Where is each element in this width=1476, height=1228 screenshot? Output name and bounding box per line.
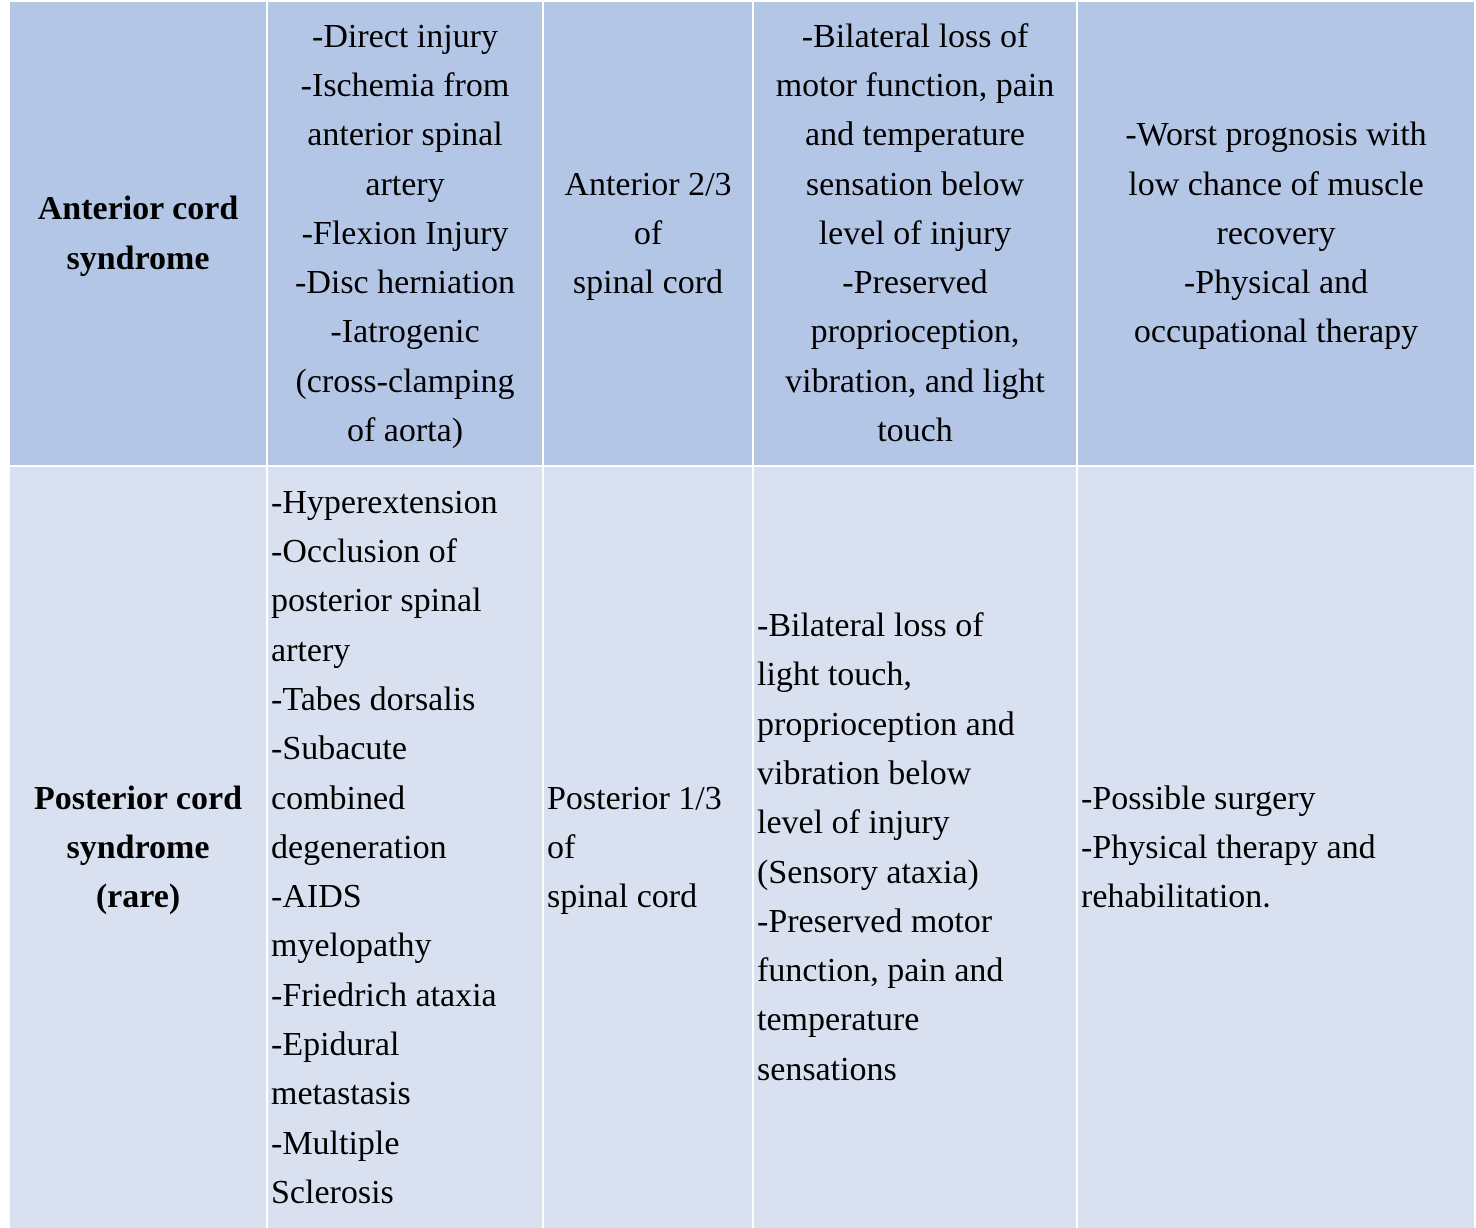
finding-line: vibration, and light [785, 362, 1045, 400]
syndrome-name-line: syndrome [66, 828, 210, 866]
cause-line: -Disc herniation [295, 264, 515, 302]
syndrome-name-line: (rare) [95, 878, 181, 916]
prognosis-line: recovery [1216, 214, 1336, 252]
syndrome-name-cell: Posterior cord syndrome (rare) [10, 467, 266, 1228]
cause-line: -Hyperextension [271, 483, 498, 521]
cause-line: degeneration [271, 828, 447, 866]
location-line: Anterior 2/3 [564, 165, 732, 203]
cause-line: -Direct injury [312, 17, 498, 55]
location-line: of [547, 828, 576, 866]
finding-line: -Bilateral loss of [757, 607, 984, 645]
finding-line: -Preserved [842, 264, 988, 302]
location-line: spinal cord [572, 264, 724, 302]
cause-line: -Occlusion of [271, 533, 458, 571]
location-line: Posterior 1/3 [547, 779, 722, 817]
syndrome-name-line: syndrome [66, 239, 210, 277]
location-cell: Anterior 2/3 of spinal cord [544, 2, 752, 465]
cause-line: -Iatrogenic [330, 313, 480, 351]
syndrome-table: Anterior cord syndrome -Direct injury -I… [10, 2, 1474, 1228]
causes-cell: -Direct injury -Ischemia from anterior s… [268, 2, 542, 465]
location-line: of [633, 214, 663, 252]
finding-line: light touch, [757, 656, 912, 694]
causes-cell: -Hyperextension -Occlusion of posterior … [268, 467, 542, 1228]
finding-line: sensations [757, 1050, 897, 1088]
location-line: spinal cord [547, 878, 698, 916]
cause-line: -Tabes dorsalis [271, 680, 476, 718]
finding-line: vibration below [757, 754, 972, 792]
cause-line: artery [365, 165, 445, 203]
prognosis-line: -Physical therapy and [1081, 828, 1376, 866]
cause-line: anterior spinal [307, 116, 503, 154]
cause-line: -Flexion Injury [301, 214, 509, 252]
cause-line: (cross-clamping [295, 362, 515, 400]
cause-line: metastasis [271, 1075, 411, 1113]
cause-line: of aorta) [346, 412, 464, 450]
prognosis-line: -Possible surgery [1081, 779, 1316, 817]
finding-line: (Sensory ataxia) [757, 853, 979, 891]
cause-line: Sclerosis [271, 1173, 394, 1211]
finding-line: level of injury [818, 214, 1012, 252]
prognosis-cell: -Worst prognosis with low chance of musc… [1078, 2, 1474, 465]
cause-line: -AIDS [271, 878, 362, 916]
finding-line: -Bilateral loss of [801, 17, 1029, 55]
prognosis-line: -Worst prognosis with [1125, 116, 1427, 154]
cause-line: -Friedrich ataxia [271, 976, 497, 1014]
cause-line: combined [271, 779, 406, 817]
finding-line: level of injury [757, 804, 950, 842]
cause-line: -Epidural [271, 1026, 400, 1064]
findings-cell: -Bilateral loss of motor function, pain … [754, 2, 1076, 465]
cause-line: artery [271, 631, 351, 669]
prognosis-line: occupational therapy [1133, 313, 1419, 351]
syndrome-name-line: Posterior cord [33, 779, 243, 817]
finding-line: proprioception, [810, 313, 1020, 351]
syndrome-name-line: Anterior cord [37, 190, 239, 228]
prognosis-line: -Physical and [1183, 264, 1369, 302]
finding-line: and temperature [805, 116, 1025, 154]
prognosis-cell: -Possible surgery -Physical therapy and … [1078, 467, 1474, 1228]
finding-line: motor function, pain [775, 66, 1055, 104]
prognosis-line: rehabilitation. [1081, 878, 1271, 916]
finding-line: function, pain and [757, 952, 1004, 990]
syndrome-name-cell: Anterior cord syndrome [10, 2, 266, 465]
cause-line: -Subacute [271, 730, 407, 768]
finding-line: temperature [757, 1001, 920, 1039]
findings-cell: -Bilateral loss of light touch, proprioc… [754, 467, 1076, 1228]
cause-line: posterior spinal [271, 582, 482, 620]
cause-line: -Multiple [271, 1124, 400, 1162]
finding-line: sensation below [805, 165, 1025, 203]
location-cell: Posterior 1/3 of spinal cord [544, 467, 752, 1228]
cause-line: -Ischemia from [300, 66, 510, 104]
finding-line: touch [877, 412, 953, 450]
finding-line: -Preserved motor [757, 902, 993, 940]
finding-line: proprioception and [757, 705, 1015, 743]
cause-line: myelopathy [271, 927, 432, 965]
prognosis-line: low chance of muscle [1128, 165, 1424, 203]
